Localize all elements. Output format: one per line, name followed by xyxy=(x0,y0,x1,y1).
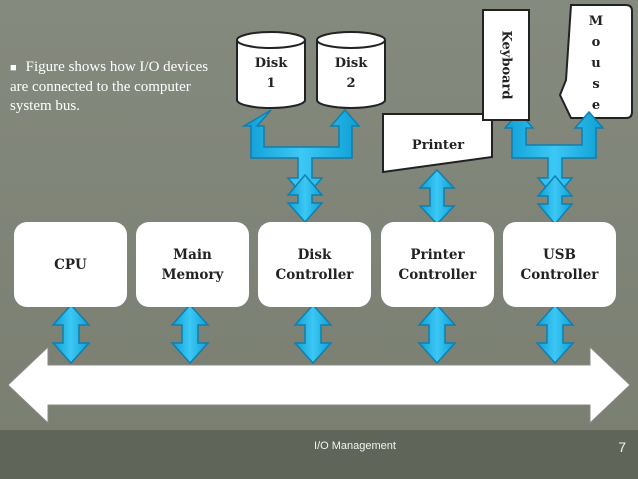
usb-controller-bus-arrow xyxy=(535,303,575,365)
bullet-text: Figure shows how I/O devices are connect… xyxy=(10,59,209,114)
printer-label: Printer xyxy=(411,138,465,153)
bus-label: Interconnecting Bus xyxy=(229,376,391,392)
printer-controller-box: Printer Controller xyxy=(381,222,494,307)
disk-controller-bus-arrow xyxy=(293,303,333,365)
disk-2-cylinder xyxy=(316,31,386,109)
usb-controller-box: USB Controller xyxy=(503,222,616,307)
disk-arrows xyxy=(241,108,361,200)
disk-2-label: Disk 2 xyxy=(334,56,368,91)
keyboard-label: Keyboard xyxy=(498,30,514,100)
interconnecting-bus-arrow xyxy=(7,345,631,425)
disk-1-label: Disk 1 xyxy=(254,56,288,91)
main-memory-box: Main Memory xyxy=(136,222,249,307)
bus-connector-arrows xyxy=(51,303,575,365)
bullet-square-icon: ■ xyxy=(10,62,17,74)
printer-arrow xyxy=(418,168,456,226)
disk-1-cylinder xyxy=(236,31,306,109)
cpu-box: CPU xyxy=(14,222,127,307)
footer-band xyxy=(0,430,638,479)
mouse-device-shape xyxy=(558,4,633,119)
cpu-bus-arrow xyxy=(51,303,91,365)
printer-controller-bus-arrow xyxy=(417,303,457,365)
disk-controller-box: Disk Controller xyxy=(258,222,371,307)
page-number: 7 xyxy=(618,439,626,455)
mouse-label: M o u s e xyxy=(588,14,604,113)
usb-arrows xyxy=(503,110,605,226)
keyboard-device: Keyboard xyxy=(482,9,530,121)
footer-title: I/O Management xyxy=(314,440,396,452)
bullet-text-block: ■Figure shows how I/O devices are connec… xyxy=(10,58,220,116)
memory-bus-arrow xyxy=(170,303,210,365)
printer-device-shape xyxy=(382,113,493,174)
